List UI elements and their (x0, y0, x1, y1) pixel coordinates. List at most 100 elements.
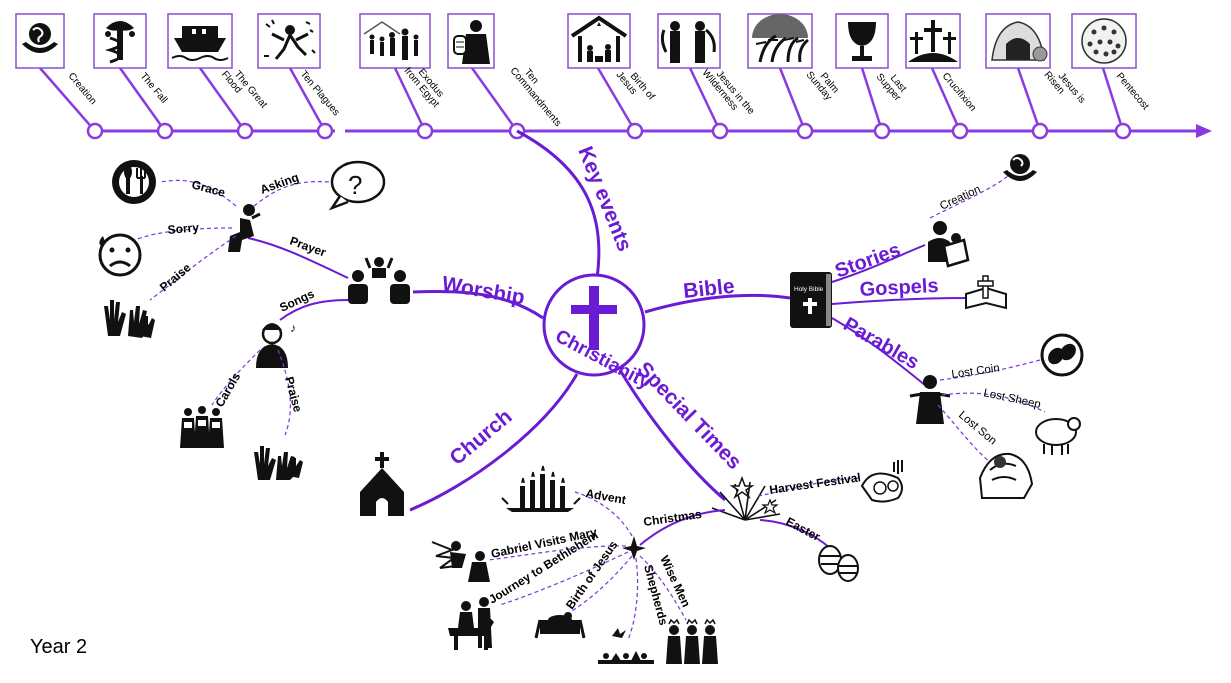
sheep-icon (1035, 417, 1081, 455)
praise-songs-label: Praise (282, 375, 305, 414)
timeline-node (796, 122, 814, 140)
advent-candles-icon (501, 465, 581, 512)
church-label: Church (445, 405, 516, 470)
wise-men-icon (666, 618, 718, 664)
key-events-label: Key events (573, 143, 636, 254)
globe-in-hands-icon (1003, 154, 1037, 181)
worship-branch (412, 289, 544, 320)
harvest-cornucopia-icon (860, 460, 903, 503)
knife-fork-plate-icon (112, 160, 156, 204)
parables-label: Parables (840, 313, 923, 374)
journey-connector (499, 551, 629, 606)
timeline: Creation The Fall The Great Flood Ten Pl… (15, 13, 1212, 140)
praise-connector (149, 235, 237, 301)
exodus-icon (359, 13, 431, 69)
church-icon (360, 452, 404, 516)
timeline-label: Palm Sunday (804, 63, 843, 104)
globe-in-hands-icon (15, 13, 65, 69)
timeline-icons (15, 13, 1137, 69)
timeline-label: Pentecost (1114, 71, 1151, 112)
pentecost-icon (1071, 13, 1137, 69)
timeline-node (86, 122, 104, 140)
wilderness-icon (657, 13, 721, 69)
nativity-icon (567, 13, 631, 69)
stories-label: Stories (832, 239, 903, 283)
church-branch (409, 373, 579, 512)
singer-icon: ♪ (256, 321, 296, 368)
advent-label: Advent (584, 486, 626, 507)
praise-songs-connector (277, 349, 291, 436)
gabriel-connector (487, 545, 627, 561)
lost-son-label: Lost Son (956, 409, 998, 447)
special-times-branch (618, 369, 726, 502)
ark-icon (167, 13, 233, 69)
timeline-node (1114, 122, 1132, 140)
manger-icon (534, 612, 586, 639)
songs-branch (279, 299, 349, 321)
gospels-branch (831, 297, 969, 305)
timeline-node (156, 122, 174, 140)
special-times-section: Christmas Harvest Festival Easter Advent (431, 460, 903, 664)
tree-serpent-icon (93, 13, 147, 69)
moses-tablets-icon (447, 13, 495, 69)
cross-icon (589, 286, 599, 350)
sorry-label: Sorry (167, 220, 200, 237)
timeline-node (316, 122, 334, 140)
creation-connector (929, 175, 1009, 219)
reading-child-icon (928, 221, 970, 268)
timeline-arrow-icon (1196, 124, 1212, 138)
easter-eggs-icon (818, 545, 859, 582)
harvest-connector (757, 477, 861, 497)
timeline-node (236, 122, 254, 140)
cross-bar (571, 305, 617, 314)
donkey-journey-icon (448, 597, 494, 650)
timeline-label: Ten Commandments (508, 59, 571, 129)
gospels-label: Gospels (859, 275, 939, 301)
chalice-icon (835, 13, 889, 69)
praise-label: Praise (157, 260, 194, 294)
bible-branch (644, 293, 791, 314)
raised-hands-icon (104, 300, 155, 338)
fireworks-icon (711, 475, 781, 521)
center-node: Christianity (542, 273, 654, 394)
kneeling-person-icon (228, 204, 261, 252)
prayer-label: Prayer (288, 234, 328, 260)
timeline-label: Jesus is Risen (1042, 63, 1090, 114)
choir-icon (180, 406, 224, 448)
jesus-figure-icon (909, 375, 951, 424)
timeline-label: Crucifixion (940, 71, 978, 114)
timeline-label: Exodus from Egypt (402, 59, 449, 110)
asking-label: Asking (258, 170, 300, 197)
key-events-branch (516, 129, 601, 279)
sorry-connector (134, 227, 233, 241)
timeline-label: Jesus in the Wilderness (700, 61, 759, 125)
question-bubble-icon: ? (328, 160, 386, 211)
father-son-embrace-icon (978, 452, 1034, 499)
carols-label: Carols (212, 370, 243, 410)
question-mark: ? (348, 170, 362, 200)
music-note-icon: ♪ (290, 321, 296, 335)
advent-connector (574, 491, 633, 537)
timeline-label: The Great Flood (219, 63, 271, 119)
birth-connector (569, 555, 633, 613)
timeline-label: Last Supper (874, 65, 911, 104)
empty-tomb-icon (985, 13, 1051, 69)
easter-branch (759, 519, 831, 549)
bible-icon: Holy Bible (790, 272, 832, 328)
timeline-node (1031, 122, 1049, 140)
timeline-node (951, 122, 969, 140)
angel-mary-icon (431, 541, 490, 582)
shepherds-angel-icon (598, 628, 654, 664)
sad-face-icon (98, 233, 142, 277)
congregation-icon (348, 257, 410, 304)
shepherds-connector (627, 557, 639, 641)
timeline-node (873, 122, 891, 140)
three-crosses-icon (905, 13, 961, 69)
bible-cover-text: Holy Bible (794, 286, 824, 293)
easter-label: Easter (784, 514, 823, 544)
christmas-branch (639, 509, 726, 546)
raised-hands-icon (254, 446, 303, 480)
prayer-branch (247, 237, 349, 279)
creation-label: Creation (938, 183, 982, 212)
lost-sheep-connector (941, 392, 1046, 413)
